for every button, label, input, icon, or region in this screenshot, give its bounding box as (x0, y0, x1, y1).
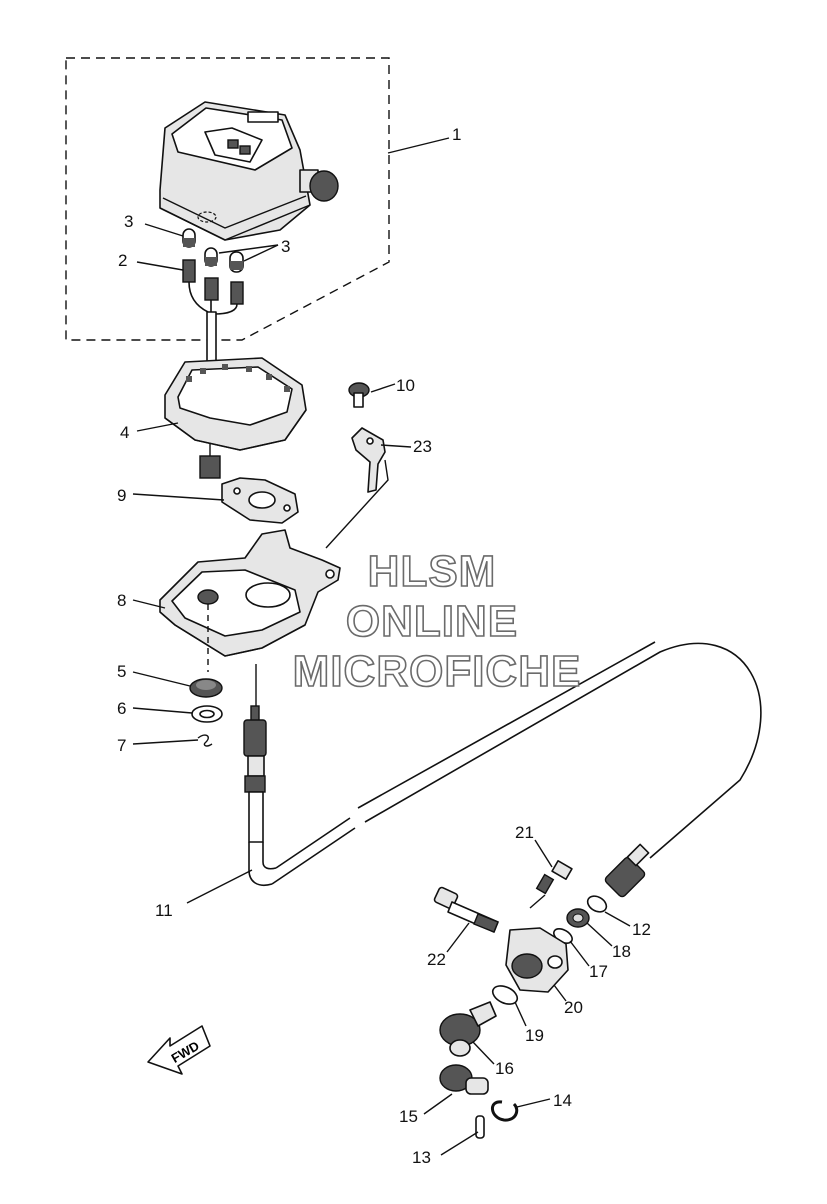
assembly-boundary-dashed (65, 57, 390, 341)
callout-22: 22 (427, 950, 446, 969)
watermark-line-3: MICROFICHE (293, 647, 582, 696)
meter-assembly (159, 101, 339, 241)
gear-16 (439, 1001, 497, 1057)
callout-8: 8 (117, 591, 126, 610)
bracket-23 (351, 427, 386, 493)
callout-14: 14 (553, 1091, 572, 1110)
callout-3-right: 3 (281, 237, 290, 256)
oil-seal-18 (566, 908, 590, 928)
leader-lines (132, 137, 631, 1156)
callout-19: 19 (525, 1026, 544, 1045)
callout-5: 5 (117, 662, 126, 681)
watermark-line-1: HLSM (368, 547, 497, 596)
fwd-arrow-icon: FWD (147, 1025, 211, 1075)
bulb-right (229, 251, 244, 273)
callout-1: 1 (452, 125, 461, 144)
callout-11: 11 (155, 901, 173, 920)
bulb-left (182, 228, 196, 248)
callout-10: 10 (396, 376, 415, 395)
callout-15: 15 (399, 1107, 418, 1126)
meter-cover-ring (164, 357, 307, 451)
bolt-10 (348, 382, 370, 408)
callout-9: 9 (117, 486, 126, 505)
drive-gear-15 (439, 1064, 489, 1095)
speedometer-cable (243, 641, 762, 898)
bolt-21 (535, 860, 573, 895)
callout-21: 21 (515, 823, 534, 842)
clip-7 (197, 734, 213, 747)
callout-3-left: 3 (124, 212, 133, 231)
callout-13: 13 (412, 1148, 431, 1167)
washer-6 (191, 705, 223, 723)
gasket-plate (221, 477, 299, 524)
callout-23: 23 (413, 437, 432, 456)
callout-2: 2 (118, 251, 127, 270)
bulb-middle (204, 247, 218, 267)
watermark-line-2: ONLINE (346, 597, 518, 646)
callout-4: 4 (120, 423, 129, 442)
callout-numbers: 1 3 3 2 4 9 10 23 8 5 6 7 11 21 22 12 18… (117, 125, 651, 1167)
callout-7: 7 (117, 736, 126, 755)
callout-18: 18 (612, 942, 631, 961)
callout-20: 20 (564, 998, 583, 1017)
callout-16: 16 (495, 1059, 514, 1078)
o-ring-19 (491, 985, 519, 1005)
gear-housing-20 (505, 894, 569, 993)
grommet-5 (189, 678, 223, 698)
meter-bracket (159, 529, 341, 657)
bulb-socket-harness (182, 259, 244, 479)
circlip-14 (491, 1100, 519, 1122)
callout-17: 17 (589, 962, 608, 981)
bolt-22 (433, 886, 499, 933)
callout-6: 6 (117, 699, 126, 718)
pin-13 (475, 1115, 485, 1139)
callout-12: 12 (632, 920, 651, 939)
o-ring-12 (586, 895, 608, 913)
watermark: HLSM ONLINE MICROFICHE (292, 546, 582, 697)
